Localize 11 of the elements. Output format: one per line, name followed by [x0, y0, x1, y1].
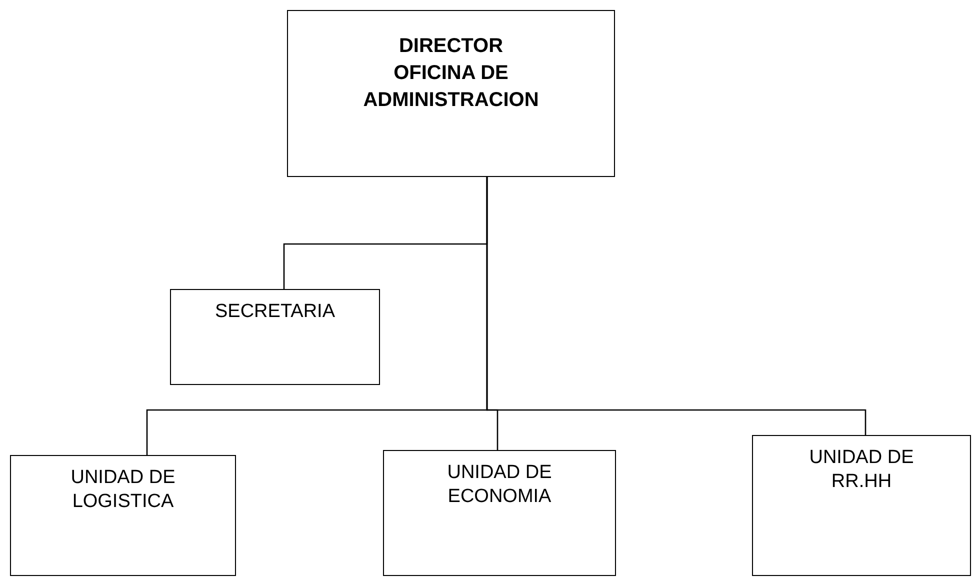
unit-box	[170, 289, 380, 385]
connector-line	[486, 177, 866, 435]
box-label: UNIDAD DE RR.HH	[808, 446, 915, 494]
unit-box	[383, 450, 616, 576]
box-label: UNIDAD DE LOGISTICA	[70, 466, 176, 514]
box-label: UNIDAD DE ECONOMIA	[446, 461, 553, 509]
unit-box	[10, 455, 236, 576]
box-label: SECRETARIA	[214, 300, 335, 324]
unit-box	[752, 435, 971, 576]
box-label: DIRECTOR OFICINA DE ADMINISTRACION	[362, 34, 540, 113]
director-box	[287, 10, 615, 177]
